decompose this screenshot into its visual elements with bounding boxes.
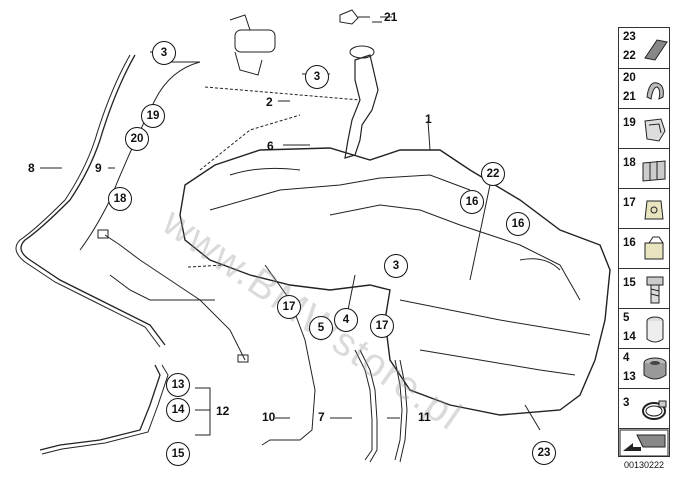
hose-clip-icon [646,82,664,100]
callout-9: 9 [95,161,102,175]
legend-number: 17 [623,197,636,209]
line-7 [354,349,373,461]
legend-cell-19: 19 [619,108,669,149]
callout-7: 7 [318,410,325,424]
fuel-tank [179,147,611,416]
legend-number: 3 [623,397,630,409]
wiring-harness [104,234,246,361]
legend-number: 20 [623,72,636,84]
legend-number: 5 [623,312,630,324]
legend-cell-16: 16 [619,228,669,269]
callout-14: 14 [166,398,190,422]
legend-cell-4-13: 4 13 [619,348,669,389]
legend-cell-3: 3 [619,388,669,429]
callout-3-top-right: 3 [305,65,329,89]
callout-12: 12 [216,404,230,418]
callout-3-top-left: 3 [152,41,176,65]
sleeve-icon [646,316,664,343]
pipe-clip-icon [644,118,666,142]
callout-17-left: 17 [277,295,301,319]
legend-cell-20-21: 20 21 [619,68,669,109]
multi-clip-icon [642,160,666,182]
bolt-icon [646,276,664,304]
grommet-icon [643,357,667,380]
legend-number: 22 [623,50,636,62]
legend-cell-15: 15 [619,268,669,309]
callout-18: 18 [108,187,132,211]
callout-15: 15 [166,442,190,466]
line-11 [394,359,403,461]
callout-17-right: 17 [370,314,394,338]
rubber-buffer-icon [644,200,664,220]
tank-strap [39,364,161,451]
callout-2: 2 [266,95,273,109]
legend-cell-arrow [619,428,669,457]
callout-11: 11 [418,410,431,424]
legend-number: 19 [623,117,636,129]
legend-cell-23-22: 23 22 [619,28,669,68]
callout-23: 23 [532,441,556,465]
callout-22: 22 [481,162,505,186]
callout-19: 19 [141,104,165,128]
legend-number: 18 [623,157,636,169]
legend-number: 16 [623,237,636,249]
callout-16-left: 16 [460,190,484,214]
legend-number: 13 [623,371,636,383]
foam-pad-icon [644,39,668,61]
line-8 [20,54,166,346]
legend-number: 14 [623,331,636,343]
callout-5: 5 [309,316,333,340]
callout-20: 20 [125,127,149,151]
callout-6: 6 [267,139,274,153]
legend-cell-18: 18 [619,148,669,189]
filler-neck [344,54,379,159]
callout-13: 13 [166,373,190,397]
legend-cell-5-14: 5 14 [619,308,669,349]
hose-clamp-icon [642,400,667,420]
parts-legend-sidebar: 23 22 20 21 19 18 [618,27,670,457]
arrow-symbol-icon [619,429,669,457]
legend-cell-17: 17 [619,188,669,229]
buffer-pad-icon [644,236,664,260]
callout-10: 10 [262,410,276,424]
callout-8: 8 [28,161,35,175]
callout-16-right: 16 [506,212,530,236]
catalog-number: 00130222 [624,460,665,470]
legend-number: 21 [623,91,636,103]
callout-1: 1 [425,112,432,126]
legend-number: 4 [623,352,630,364]
callout-3-middle: 3 [384,254,408,278]
legend-number: 23 [623,31,636,43]
legend-number: 15 [623,277,636,289]
callout-4: 4 [334,308,358,332]
callout-21: 21 [384,10,398,24]
